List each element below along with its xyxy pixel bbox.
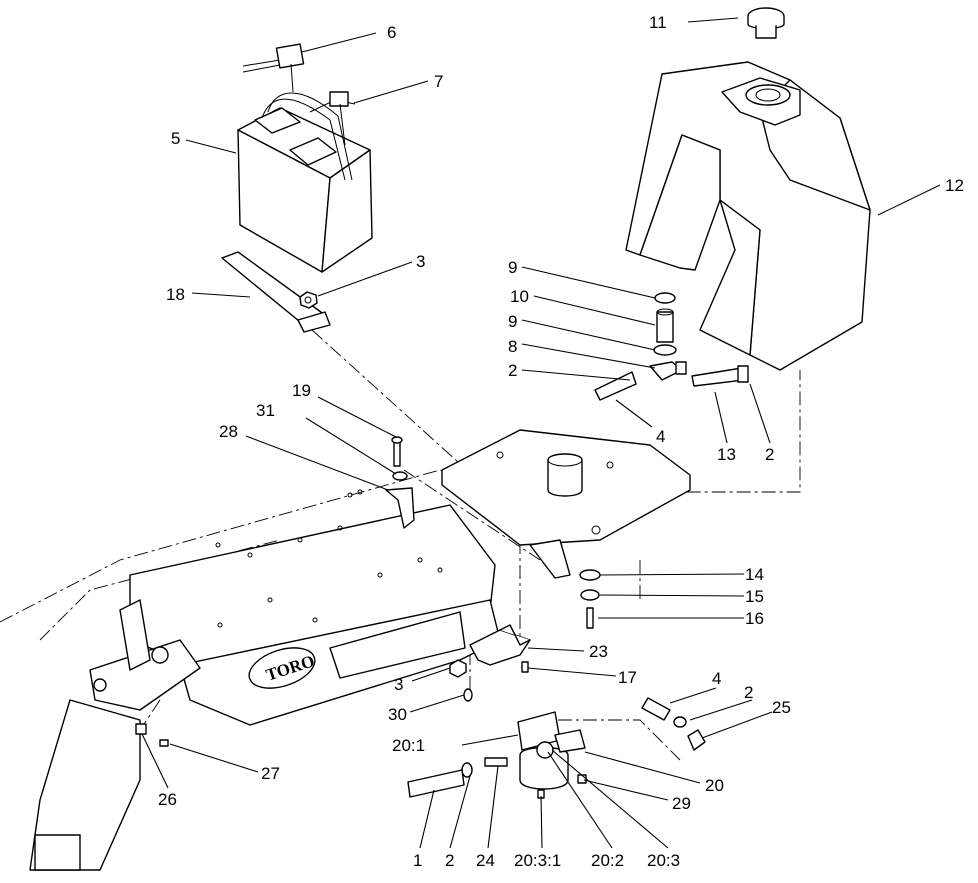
callout-6: 6 [387,23,397,42]
callout-10: 10 [510,287,529,306]
callout-5: 5 [171,129,181,148]
callout-2-inlet: 2 [445,851,455,870]
fuel-hose-upper [594,371,637,401]
callout-18: 18 [166,285,185,304]
fuel-tank [625,61,871,371]
callout-7: 7 [434,72,444,91]
callout-31: 31 [256,401,275,420]
hex-nut-upper [299,291,318,309]
callout-30: 30 [388,705,407,724]
callout-4-upper: 4 [656,427,666,446]
callout-19: 19 [292,381,311,400]
callout-20-1: 20:1 [392,736,426,755]
callout-20-3-1: 20:3:1 [514,851,562,870]
callout-1: 1 [413,851,423,870]
callout-16: 16 [745,609,764,628]
callout-28: 28 [219,422,238,441]
callout-3-lower: 3 [394,675,404,694]
battery-hold-down [221,251,331,333]
fuel-hose-tank [691,365,749,387]
callout-2-outlet: 2 [744,683,754,702]
leader-lines [141,17,941,849]
battery-cable-negative [242,43,305,93]
callout-11: 11 [649,13,667,32]
callout-2-tank: 2 [765,445,775,464]
callout-26: 26 [158,790,177,809]
callout-4-lower: 4 [712,669,722,688]
callout-17: 17 [618,668,637,687]
bolt-washer-bracket [385,436,415,529]
callout-9-top: 9 [508,258,518,277]
isolator-mount [579,569,601,629]
callout-24: 24 [476,851,495,870]
inlet-fitting [407,757,508,798]
callout-25: 25 [772,698,791,717]
mounting-plate [441,429,691,579]
callout-12: 12 [945,176,964,195]
battery [237,92,373,273]
callout-20-3: 20:3 [647,851,681,870]
frame: TORO [0,469,531,871]
callout-2-fuel-line: 2 [508,361,518,380]
callout-15: 15 [745,587,764,606]
callout-13: 13 [717,445,736,464]
callout-20: 20 [705,776,724,795]
outlet-fitting [641,697,706,751]
callout-23: 23 [589,642,608,661]
battery-cable-positive [309,91,356,146]
bracket-23 [469,624,531,673]
callout-20-2: 20:2 [591,851,625,870]
callout-29: 29 [672,794,691,813]
fuel-fittings [649,292,687,381]
callout-9-lower: 9 [508,312,518,331]
callout-27: 27 [261,764,280,783]
fuel-filter-assembly [517,711,587,799]
hex-nut-lower [449,659,473,702]
callout-3-upper: 3 [416,252,426,271]
callout-14: 14 [745,565,764,584]
toro-logo: TORO [248,647,317,689]
fuel-cap [747,7,785,39]
callout-8: 8 [508,337,518,356]
ground-hardware [135,723,169,747]
